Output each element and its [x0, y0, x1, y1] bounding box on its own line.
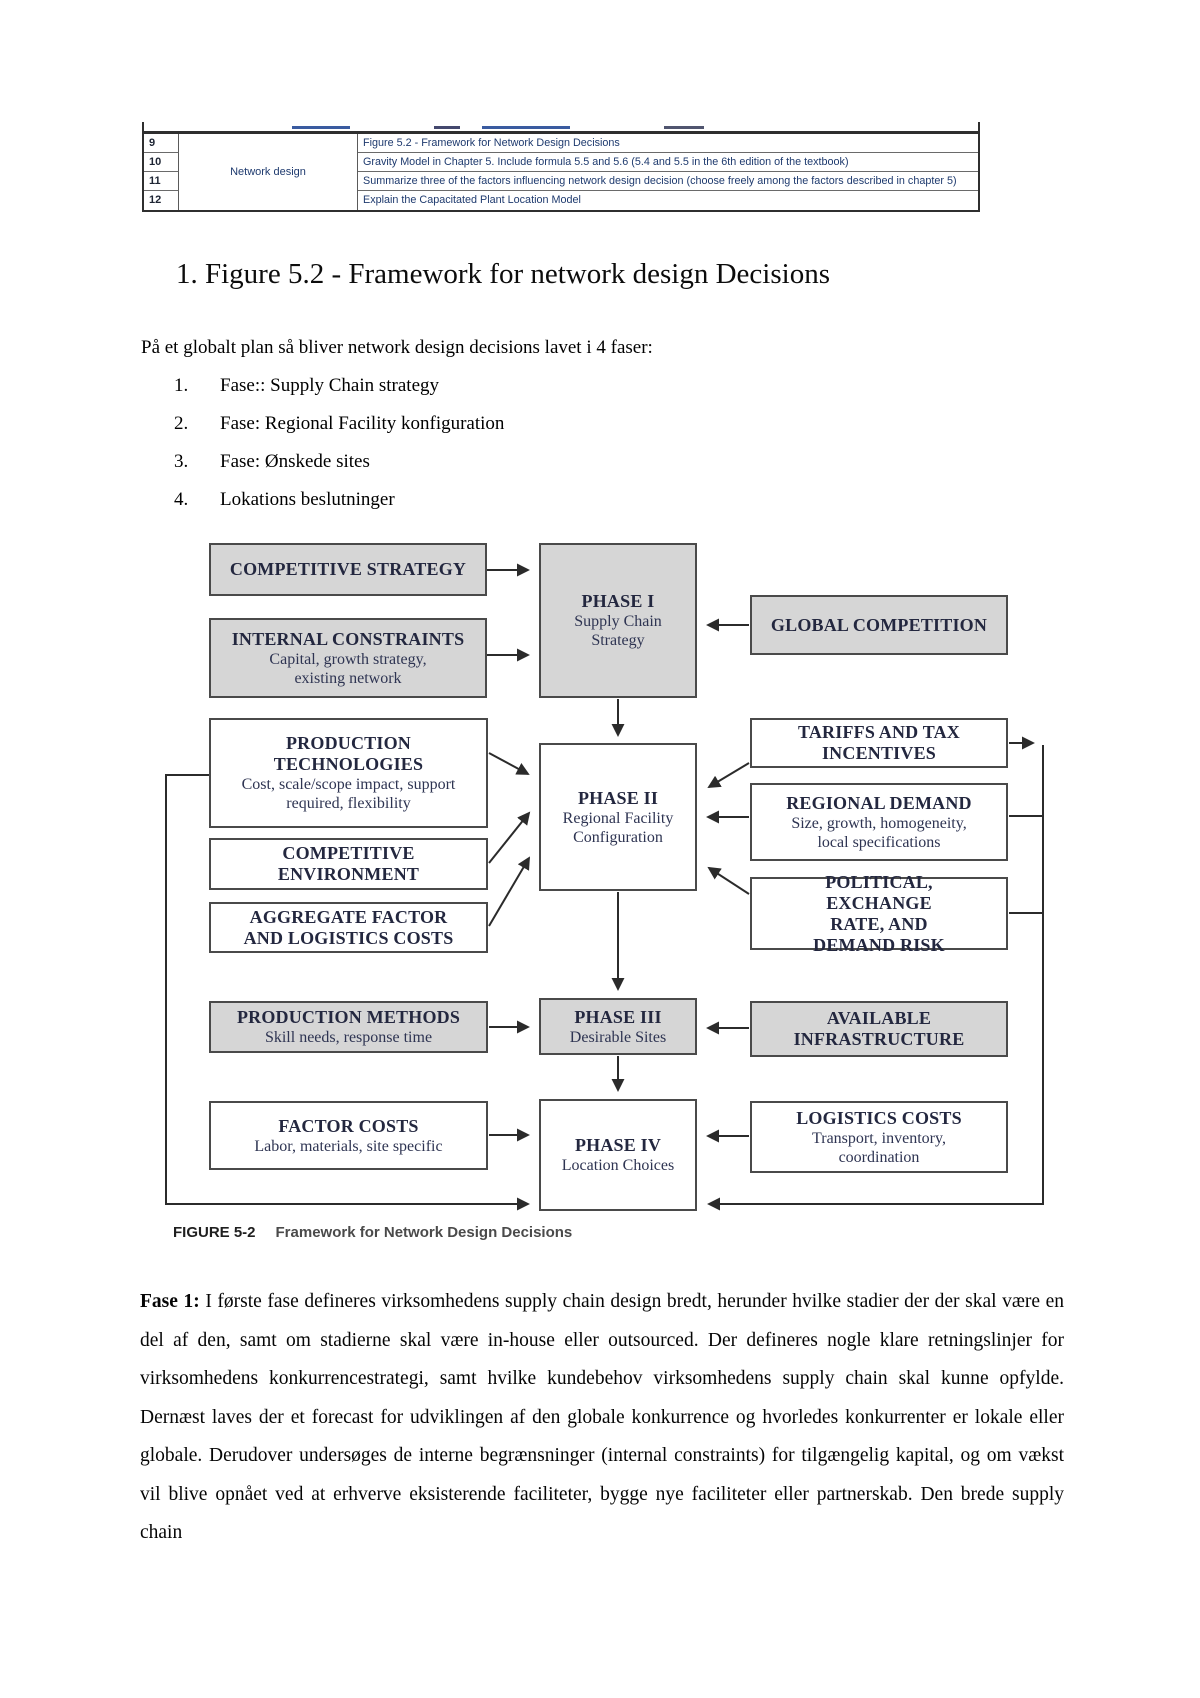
box-title: GLOBAL COMPETITION: [770, 614, 988, 635]
box-title: REGIONAL DEMAND: [786, 792, 972, 813]
box-subtitle: Transport, inventory, coordination: [812, 1129, 946, 1166]
diagram-box-competitive-environment: COMPETITIVE ENVIRONMENT: [209, 838, 488, 890]
table-cell-task: Figure 5.2 - Framework for Network Desig…: [358, 134, 978, 153]
box-title: COMPETITIVE STRATEGY: [229, 559, 467, 579]
list-item-number: 3.: [174, 451, 189, 472]
table-cell-task: Gravity Model in Chapter 5. Include form…: [358, 153, 978, 172]
box-title: PHASE IV: [574, 1135, 662, 1155]
box-title: POLITICAL, EXCHANGE RATE, AND DEMAND RIS…: [813, 871, 945, 955]
diagram-box-phase-4: PHASE IV Location Choices: [539, 1099, 697, 1211]
box-title: INTERNAL CONSTRAINTS: [231, 628, 465, 649]
table-row-number: 9: [144, 134, 179, 153]
table-row-number: 10: [144, 153, 179, 172]
paragraph-lead: Fase 1:: [140, 1291, 200, 1312]
box-subtitle: Desirable Sites: [569, 1028, 667, 1046]
body-paragraph: Fase 1: I første fase defineres virksomh…: [140, 1283, 1064, 1553]
paragraph-text: I første fase defineres virksomhedens su…: [140, 1291, 1064, 1543]
box-title: FACTOR COSTS: [278, 1115, 419, 1136]
table-row-number: 11: [144, 172, 179, 191]
diagram-box-global-competition: GLOBAL COMPETITION: [750, 595, 1008, 655]
diagram-box-logistics-costs: LOGISTICS COSTS Transport, inventory, co…: [750, 1101, 1008, 1173]
list-item-text: Fase:: Supply Chain strategy: [220, 375, 440, 396]
box-subtitle: Labor, materials, site specific: [254, 1137, 443, 1155]
box-subtitle: Size, growth, homogeneity, local specifi…: [791, 814, 967, 851]
figure-caption-label: FIGURE 5-2: [173, 1224, 256, 1241]
table-cell-task: Summarize three of the factors influenci…: [358, 172, 978, 191]
diagram-box-factor-costs: FACTOR COSTS Labor, materials, site spec…: [209, 1101, 488, 1170]
diagram-box-aggregate-factor-logistics: AGGREGATE FACTOR AND LOGISTICS COSTS: [209, 902, 488, 953]
box-title: PHASE I: [581, 591, 655, 611]
diagram-box-regional-demand: REGIONAL DEMAND Size, growth, homogeneit…: [750, 783, 1008, 861]
box-subtitle: Skill needs, response time: [264, 1029, 433, 1046]
diagram-box-political-exchange-risk: POLITICAL, EXCHANGE RATE, AND DEMAND RIS…: [750, 872, 1008, 955]
intro-paragraph: På et globalt plan så bliver network des…: [141, 337, 653, 358]
diagram-box-production-methods: PRODUCTION METHODS Skill needs, response…: [209, 1001, 488, 1053]
diagram-box-internal-constraints: INTERNAL CONSTRAINTS Capital, growth str…: [209, 618, 487, 698]
diagram-box-competitive-strategy: COMPETITIVE STRATEGY: [209, 543, 487, 596]
table-row-number: 12: [144, 191, 179, 210]
box-title: PRODUCTION TECHNOLOGIES: [273, 733, 424, 774]
box-subtitle: Location Choices: [561, 1157, 675, 1174]
list-item-text: Fase: Ønskede sites: [220, 451, 370, 472]
table-grid: 9 10 11 12 Network design Figure 5.2 - F…: [142, 131, 980, 212]
box-title: TARIFFS AND TAX INCENTIVES: [797, 722, 961, 763]
list-item-text: Lokations beslutninger: [220, 489, 395, 510]
figure-caption-text: Framework for Network Design Decisions: [275, 1224, 573, 1241]
list-item-text: Fase: Regional Facility konfiguration: [220, 413, 505, 434]
box-subtitle: Capital, growth strategy, existing netwo…: [269, 650, 427, 687]
box-title: PRODUCTION METHODS: [236, 1007, 461, 1027]
box-title: PHASE II: [577, 787, 659, 808]
box-subtitle: Cost, scale/scope impact, support requir…: [241, 776, 456, 812]
diagram-box-available-infrastructure: AVAILABLE INFRASTRUCTURE: [750, 1001, 1008, 1057]
assignment-table: 9 10 11 12 Network design Figure 5.2 - F…: [142, 122, 980, 212]
diagram-box-phase-3: PHASE III Desirable Sites: [539, 998, 697, 1055]
diagram-box-phase-2: PHASE II Regional Facility Configuration: [539, 743, 697, 891]
box-title: AVAILABLE INFRASTRUCTURE: [793, 1008, 965, 1049]
table-cell-topic: Network design: [179, 134, 358, 210]
box-subtitle: Regional Facility Configuration: [562, 809, 674, 846]
box-title: LOGISTICS COSTS: [796, 1107, 962, 1128]
list-item-number: 2.: [174, 413, 189, 434]
box-subtitle: Supply Chain Strategy: [574, 613, 662, 649]
diagram-box-tariffs-tax-incentives: TARIFFS AND TAX INCENTIVES: [750, 718, 1008, 768]
section-heading: 1. Figure 5.2 - Framework for network de…: [176, 258, 830, 290]
box-title: PHASE III: [574, 1006, 662, 1027]
table-cell-task: Explain the Capacitated Plant Location M…: [363, 194, 581, 206]
diagram-box-production-technologies: PRODUCTION TECHNOLOGIES Cost, scale/scop…: [209, 718, 488, 828]
diagram-box-phase-1: PHASE I Supply Chain Strategy: [539, 543, 697, 698]
clipped-row-artifact: [142, 122, 980, 131]
list-item-number: 4.: [174, 489, 189, 510]
figure-caption: FIGURE 5-2 Framework for Network Design D…: [173, 1224, 572, 1241]
list-item-number: 1.: [174, 375, 189, 396]
box-title: COMPETITIVE ENVIRONMENT: [277, 843, 420, 884]
box-title: AGGREGATE FACTOR AND LOGISTICS COSTS: [243, 906, 454, 948]
